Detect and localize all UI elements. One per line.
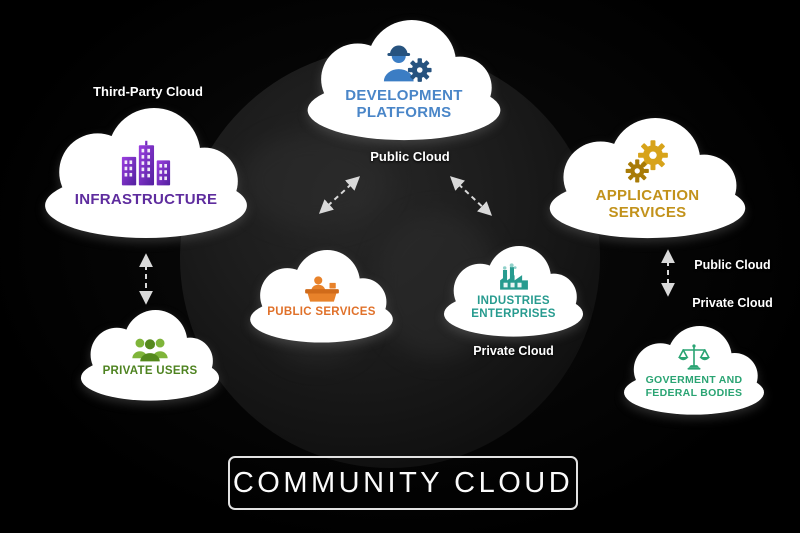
user-group-icon (132, 339, 168, 362)
public-cloud-top-label: Public Cloud (370, 149, 450, 164)
private-users-label: PRIVATE USERS (103, 365, 198, 378)
development-platforms-label: DEVELOPMENT PLATFORMS (345, 86, 463, 122)
community-cloud-title-box: COMMUNITY CLOUD (228, 456, 578, 510)
engineer-gear-icon (383, 45, 432, 82)
label-line: ENTERPRISES (471, 308, 556, 320)
label-line: INFRASTRUCTURE (74, 191, 218, 209)
private-cloud-industries-label: Private Cloud (473, 344, 554, 358)
infrastructure-label: INFRASTRUCTURE (74, 191, 218, 209)
cloud-shape (80, 310, 220, 401)
application-services-cloud: APPLICATION SERVICES (540, 118, 755, 240)
label-line: DEVELOPMENT (345, 86, 463, 104)
factory-icon (499, 263, 528, 290)
label-line: GOVERMENT AND (645, 374, 743, 387)
cloud-shape (45, 108, 247, 238)
double-gears-icon (625, 140, 668, 183)
justice-scales-icon (677, 344, 711, 371)
page-title: COMMUNITY CLOUD (232, 466, 574, 499)
label-line: PRIVATE USERS (102, 365, 198, 378)
label-line: APPLICATION (595, 186, 700, 204)
globe-landmass (240, 133, 390, 228)
arrow-development-publicservices (318, 176, 361, 214)
label-line: PLATFORMS (356, 103, 452, 121)
application-services-label: APPLICATION SERVICES (595, 186, 700, 222)
cloud-shape (624, 326, 764, 415)
public-services-cloud: PUBLIC SERVICES (243, 250, 400, 344)
private-users-cloud: PRIVATE USERS (74, 310, 226, 402)
development-platforms-cloud: DEVELOPMENT PLATFORMS (298, 20, 510, 142)
cloud-shape (443, 246, 584, 337)
government-federal-bodies-cloud: GOVERMENT AND FEDERAL BODIES (617, 326, 771, 416)
infrastructure-cloud: INFRASTRUCTURE (35, 108, 257, 240)
third-party-cloud-label: Third-Party Cloud (93, 84, 203, 99)
government-federal-bodies-label: GOVERMENT AND FEDERAL BODIES (646, 374, 743, 398)
label-line: PUBLIC SERVICES (267, 306, 376, 319)
industries-enterprises-label: INDUSTRIES ENTERPRISES (471, 295, 555, 321)
public-services-label: PUBLIC SERVICES (267, 306, 375, 319)
label-line: INDUSTRIES (477, 294, 550, 307)
label-line: FEDERAL BODIES (645, 386, 743, 399)
public-cloud-right-label: Public Cloud (694, 258, 771, 272)
arrow-development-industries (449, 176, 493, 216)
city-buildings-icon (121, 140, 171, 186)
private-cloud-right-label: Private Cloud (692, 296, 773, 310)
label-line: SERVICES (608, 203, 687, 221)
industries-enterprises-cloud: INDUSTRIES ENTERPRISES (437, 246, 590, 338)
reception-desk-icon (304, 276, 339, 303)
